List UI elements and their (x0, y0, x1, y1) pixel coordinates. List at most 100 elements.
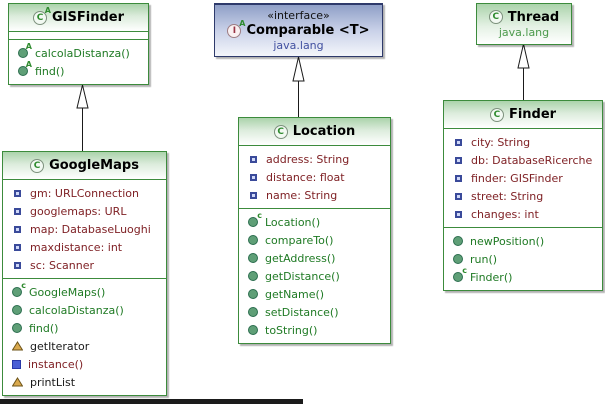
member-label: instance() (28, 357, 84, 371)
member-label: Finder() (470, 270, 513, 284)
member-row[interactable]: getIterator (3, 337, 166, 355)
member-row[interactable]: gm: URLConnection (3, 184, 166, 202)
class-title: GoogleMaps (49, 158, 139, 173)
member-row[interactable]: getName() (239, 285, 390, 303)
member-label: address: String (266, 152, 350, 166)
member-row[interactable]: map: DatabaseLuoghi (3, 220, 166, 238)
member-row[interactable]: address: String (239, 150, 390, 168)
class-box-thread[interactable]: C Thread java.lang (476, 3, 572, 45)
member-label: changes: int (471, 207, 539, 221)
constructor-icon: c (453, 267, 467, 282)
method-icon (12, 323, 22, 333)
method-icon (453, 254, 463, 264)
member-row[interactable]: printList (3, 373, 166, 391)
member-label: sc: Scanner (30, 258, 94, 272)
member-label: calcolaDistanza() (29, 303, 124, 317)
field-icon (14, 243, 21, 251)
member-label: getAddress() (265, 251, 336, 265)
method-icon (248, 271, 258, 281)
class-icon: C (488, 10, 503, 24)
member-row[interactable]: db: DatabaseRicerche (444, 151, 602, 169)
class-title: GISFinder (52, 10, 124, 25)
member-row[interactable]: toString() (239, 321, 390, 339)
class-header[interactable]: C Finder (444, 101, 602, 128)
class-box-finder[interactable]: C Finder city: String db: DatabaseRicerch… (443, 100, 603, 291)
field-icon (455, 156, 462, 164)
member-row[interactable]: changes: int (444, 205, 602, 223)
member-row[interactable]: instance() (3, 355, 166, 373)
field-icon (14, 261, 21, 269)
field-icon (14, 207, 21, 215)
member-row[interactable]: calcolaDistanza() (3, 301, 166, 319)
blue-square-icon (12, 359, 21, 369)
member-row[interactable]: run() (444, 250, 602, 268)
member-row[interactable]: find() (3, 319, 166, 337)
class-icon: C (30, 158, 45, 173)
stereotype-label: «interface» (267, 9, 330, 22)
class-title: Comparable <T> (246, 23, 370, 38)
package-label: java.lang (498, 25, 550, 39)
field-icon (455, 192, 462, 200)
class-title: Finder (508, 107, 557, 122)
member-label: db: DatabaseRicerche (471, 153, 593, 167)
triangle-icon (12, 377, 23, 387)
class-header[interactable]: C GoogleMaps (3, 152, 166, 179)
inheritance-arrow-location-comparable[interactable] (292, 56, 305, 117)
member-label: printList (30, 375, 76, 389)
inheritance-arrow-googlemaps-gisfinder[interactable] (76, 84, 89, 151)
member-label: find() (35, 64, 65, 78)
member-row[interactable]: compareTo() (239, 231, 390, 249)
member-label: getName() (265, 287, 325, 301)
class-box-location[interactable]: C Location address: String distance: floa… (238, 117, 391, 344)
constructor-icon: c (248, 212, 262, 227)
field-icon (14, 189, 21, 197)
member-label: setDistance() (265, 305, 339, 319)
member-row[interactable]: googlemaps: URL (3, 202, 166, 220)
member-row[interactable]: newPosition() (444, 232, 602, 250)
class-title: Thread (507, 9, 560, 25)
method-icon (248, 307, 258, 317)
member-row[interactable]: getAddress() (239, 249, 390, 267)
class-header[interactable]: C Thread java.lang (477, 4, 571, 44)
member-row[interactable]: name: String (239, 186, 390, 204)
class-title: Location (292, 124, 356, 139)
member-row[interactable]: maxdistance: int (3, 238, 166, 256)
member-row[interactable]: sc: Scanner (3, 256, 166, 274)
member-label: name: String (266, 188, 338, 202)
member-row[interactable]: street: String (444, 187, 602, 205)
inheritance-arrow-finder-thread[interactable] (517, 43, 530, 100)
constructor-icon: c (12, 282, 26, 297)
member-row[interactable]: distance: float (239, 168, 390, 186)
method-icon (248, 289, 258, 299)
method-icon (12, 305, 22, 315)
member-label: distance: float (266, 170, 345, 184)
member-row[interactable]: setDistance() (239, 303, 390, 321)
class-header[interactable]: C Location (239, 118, 390, 145)
member-row[interactable]: city: String (444, 133, 602, 151)
member-row[interactable]: finder: GISFinder (444, 169, 602, 187)
field-icon (455, 174, 462, 182)
member-label: find() (29, 321, 59, 335)
member-row[interactable]: getDistance() (239, 267, 390, 285)
fields-section (9, 31, 148, 39)
member-label: finder: GISFinder (471, 171, 563, 185)
member-label: newPosition() (470, 234, 545, 248)
field-icon (455, 210, 462, 218)
method-icon (248, 325, 258, 335)
